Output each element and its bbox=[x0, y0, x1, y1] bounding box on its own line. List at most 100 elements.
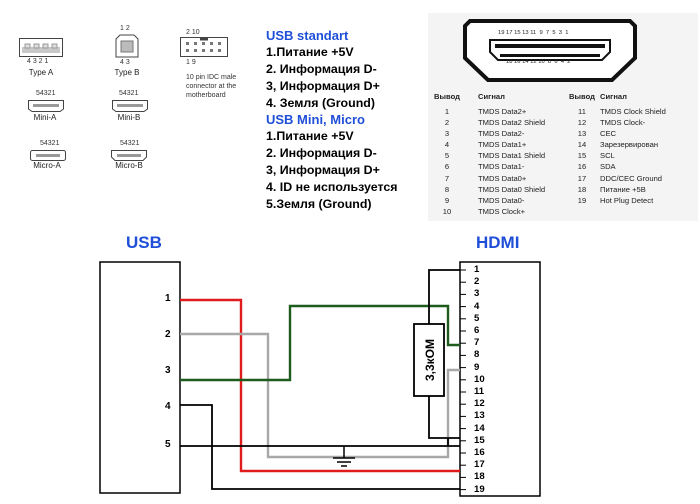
type-b-bottom-pin-numbers: 4 3 bbox=[120, 59, 130, 66]
pin-cell: 2 bbox=[444, 118, 450, 128]
resistor-label-wrap: 3,3кОМ bbox=[415, 339, 445, 381]
idc-bottom-pin-numbers: 1 9 bbox=[186, 59, 196, 66]
hdmi-pin-label: 19 bbox=[474, 483, 485, 495]
pin-cell: 12 bbox=[577, 118, 587, 128]
pin-cell: 5 bbox=[444, 151, 450, 161]
table-row: 4 TMDS Data1+ 14 Зарезервирован bbox=[428, 139, 698, 150]
resistor-3k3 bbox=[413, 269, 460, 446]
hdmi-pinout-table: 19 17 15 13 11 9 7 5 3 1 18 16 14 12 10 … bbox=[428, 13, 698, 221]
resistor-label: 3,3кОМ bbox=[423, 338, 437, 382]
signal-cell: TMDS Clock Shield bbox=[600, 107, 666, 116]
hdmi-pin-label: 2 bbox=[474, 276, 480, 288]
hdmi-pin-label: 17 bbox=[474, 459, 485, 471]
signal-cell: TMDS Clock+ bbox=[478, 206, 526, 216]
signal-cell: CEC bbox=[600, 129, 617, 139]
hdmi-pin-label: 11 bbox=[474, 386, 485, 397]
pin-cell: 16 bbox=[577, 162, 587, 172]
type-b-top-pin-numbers: 1 2 bbox=[120, 25, 130, 32]
idc-top-pin-numbers: 2 10 bbox=[186, 29, 200, 36]
pin-cell: 4 bbox=[444, 140, 450, 150]
hdmi-pin-label: 18 bbox=[474, 471, 485, 483]
mini-b-pin-numbers: 54321 bbox=[119, 90, 139, 97]
hdmi-pin-label: 12 bbox=[474, 398, 485, 410]
table-row: 10 TMDS Clock+ bbox=[428, 206, 698, 217]
pin-cell: 6 bbox=[444, 162, 450, 172]
table-row: 7 TMDS Data0+ 17 DDC/CEC Ground bbox=[428, 173, 698, 184]
signal-cell: DDC/CEC Ground bbox=[600, 173, 663, 183]
hdmi-schematic-title: HDMI bbox=[476, 233, 520, 252]
hdmi-pin-label: 7 bbox=[474, 337, 480, 349]
signal-cell: Зарезервирован bbox=[600, 140, 659, 150]
pin-cell: 18 bbox=[577, 184, 587, 194]
hdmi-pin-label: 13 bbox=[474, 410, 485, 422]
signal-cell: TMDS Clock- bbox=[600, 118, 646, 128]
hdmi-pin-label: 9 bbox=[474, 361, 480, 373]
usb-schematic-title: USB bbox=[126, 233, 162, 252]
usb-mini-pin: 2. Информация D- bbox=[266, 146, 377, 160]
pin-cell: 7 bbox=[444, 173, 450, 183]
hdmi-pin-label: 8 bbox=[474, 349, 480, 361]
col-header-pin: Вывод bbox=[569, 92, 595, 101]
col-header-pin: Вывод bbox=[434, 92, 460, 101]
hdmi-pin-label: 14 bbox=[474, 422, 485, 434]
col-header-signal: Сигнал bbox=[478, 92, 505, 101]
hdmi-pin-label: 3 bbox=[474, 288, 480, 300]
usb-pin-label: 5 bbox=[165, 439, 171, 450]
signal-cell: TMDS Data1+ bbox=[478, 140, 527, 150]
data-minus-wire bbox=[180, 332, 460, 459]
ground-wire-usb4 bbox=[180, 404, 460, 490]
mini-b-connector-icon bbox=[112, 99, 148, 117]
usb-pinout-text: USB standart 1.Питание +5V 2. Информация… bbox=[266, 28, 426, 213]
usb-mini-pin: 5.Земля (Ground) bbox=[266, 197, 372, 211]
usb-mini-micro-title: USB Mini, Micro bbox=[266, 112, 365, 127]
signal-cell: TMDS Data2 Shield bbox=[478, 118, 546, 128]
signal-cell: TMDS Data2- bbox=[478, 129, 525, 139]
usb-pin-label: 3 bbox=[165, 365, 171, 376]
mini-b-label: Mini-B bbox=[117, 113, 141, 122]
signal-cell: SDA bbox=[600, 162, 616, 172]
usb-pin-label: 4 bbox=[165, 401, 171, 412]
hdmi-block bbox=[459, 261, 541, 497]
pin-cell: 19 bbox=[577, 195, 587, 205]
hdmi-pin-label: 5 bbox=[474, 312, 480, 324]
type-b-connector-icon bbox=[115, 34, 139, 63]
pin-cell: 15 bbox=[577, 151, 587, 161]
hdmi-pin-label: 4 bbox=[474, 300, 480, 312]
idc-caption-line: connector at the bbox=[186, 83, 237, 90]
signal-cell: TMDS Data0+ bbox=[478, 173, 527, 183]
hdmi-pin-label: 16 bbox=[474, 447, 485, 458]
usb-mini-pin: 1.Питание +5V bbox=[266, 129, 354, 143]
hdmi-pin-label: 10 bbox=[474, 373, 485, 385]
table-row: 5 TMDS Data1 Shield 15 SCL bbox=[428, 150, 698, 161]
usb-standard-pin: 3, Информация D+ bbox=[266, 79, 380, 93]
micro-b-pin-numbers: 54321 bbox=[120, 140, 140, 147]
signal-cell: SCL bbox=[600, 151, 615, 161]
usb-mini-pin: 3, Информация D+ bbox=[266, 163, 380, 177]
hdmi-face-bottom-pins: 18 16 14 12 10 8 6 4 2 bbox=[506, 59, 571, 65]
table-header-row: Вывод Сигнал Вывод Сигнал bbox=[428, 92, 698, 106]
hdmi-pin-label: 15 bbox=[474, 434, 485, 446]
type-a-connector-icon bbox=[19, 38, 63, 62]
idc-caption-line: motherboard bbox=[186, 92, 226, 99]
hdmi-pin-label: 6 bbox=[474, 325, 480, 336]
pin-cell: 14 bbox=[577, 140, 587, 150]
idc-caption-line: 10 pin IDC male bbox=[186, 74, 237, 81]
mini-a-connector-icon bbox=[28, 99, 64, 117]
pin-cell: 10 bbox=[442, 206, 452, 216]
signal-cell: Hot Plug Detect bbox=[600, 195, 654, 205]
col-header-signal: Сигнал bbox=[600, 92, 627, 101]
hdmi-face-top-pins: 19 17 15 13 11 9 7 5 3 1 bbox=[498, 30, 569, 36]
pin-cell: 17 bbox=[577, 173, 587, 183]
micro-b-label: Micro-B bbox=[115, 161, 143, 170]
type-a-label: Type A bbox=[28, 68, 54, 77]
usb-standard-pin: 4. Земля (Ground) bbox=[266, 96, 375, 110]
pin-cell: 3 bbox=[444, 129, 450, 139]
usb-connector-reference: 4 3 2 1 Type A 1 2 4 3 Type B 2 10 1 9 1… bbox=[0, 0, 258, 185]
signal-cell: TMDS Data1 Shield bbox=[478, 151, 546, 161]
